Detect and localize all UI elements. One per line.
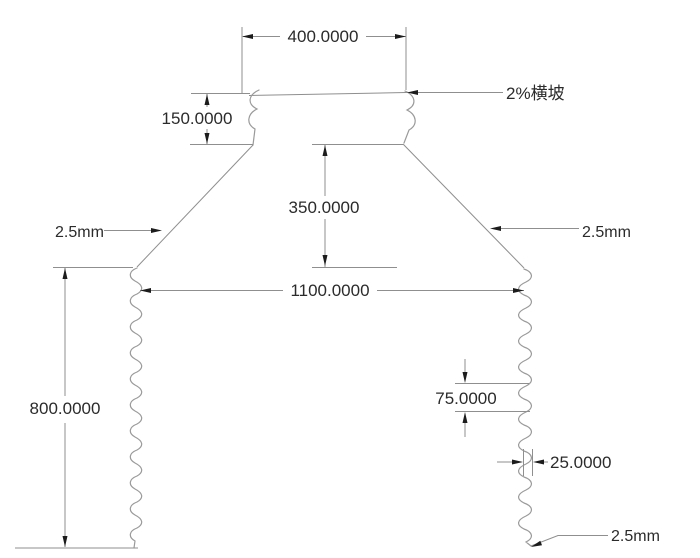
- dim-lower-height-text: 800.0000: [30, 399, 101, 418]
- cross-slope-callout: 2%横坡: [406, 84, 565, 103]
- upper-right-break-line: [403, 90, 416, 144]
- dim-wave-depth: 25.0000: [497, 449, 611, 476]
- left-thickness-text: 2.5mm: [55, 224, 104, 241]
- leader-line: [530, 535, 608, 547]
- arrow-down-icon: [462, 372, 468, 383]
- arrow-down-left-icon: [531, 540, 542, 547]
- left-thickness-callout: 2.5mm: [55, 224, 162, 241]
- arrow-left-icon: [490, 226, 501, 231]
- left-slope-line: [136, 144, 254, 268]
- dim-base-width: 1100.0000: [140, 281, 524, 300]
- right-slope-line: [402, 143, 525, 269]
- cross-slope-text: 2%横坡: [506, 84, 565, 103]
- lower-right-break-line: [518, 268, 532, 547]
- arrow-down-icon: [322, 255, 328, 266]
- arrow-left-icon: [140, 288, 151, 293]
- arrow-right-icon: [395, 34, 406, 39]
- lower-left-break-line: [129, 267, 143, 549]
- right-thickness-text: 2.5mm: [582, 224, 631, 241]
- arrow-left-icon: [407, 90, 418, 95]
- upper-left-break-line: [248, 89, 260, 146]
- right-thickness-callout: 2.5mm: [490, 224, 631, 241]
- arrow-left-icon: [242, 34, 253, 39]
- arrow-down-icon: [62, 536, 68, 547]
- arrow-right-icon: [512, 459, 523, 465]
- arrow-up-icon: [462, 412, 468, 423]
- dim-base-width-text: 1100.0000: [290, 281, 369, 300]
- arrow-up-icon: [62, 268, 68, 279]
- dim-wave-depth-text: 25.0000: [550, 453, 611, 472]
- dim-wave-pitch-text: 75.0000: [435, 389, 496, 408]
- dim-top-width: 400.0000: [241, 27, 407, 93]
- dim-upper-height: 150.0000: [162, 93, 253, 145]
- bottom-thickness-text: 2.5mm: [611, 528, 660, 545]
- dim-wave-pitch: 75.0000: [435, 359, 530, 437]
- dim-mid-height: 350.0000: [289, 144, 403, 268]
- top-surface-line: [248, 92, 407, 96]
- arrow-up-icon: [204, 94, 210, 105]
- dim-top-width-text: 400.0000: [288, 27, 359, 46]
- arrow-up-icon: [322, 145, 328, 156]
- body-outline: [15, 89, 532, 549]
- arrow-right-icon: [513, 288, 524, 293]
- dim-upper-height-text: 150.0000: [162, 109, 233, 128]
- arrow-left-icon: [533, 459, 544, 465]
- bottom-thickness-callout: 2.5mm: [530, 528, 660, 547]
- arrow-down-icon: [204, 133, 210, 144]
- arrow-right-icon: [151, 228, 162, 233]
- dim-mid-height-text: 350.0000: [289, 198, 360, 217]
- dim-lower-height: 800.0000: [30, 267, 133, 547]
